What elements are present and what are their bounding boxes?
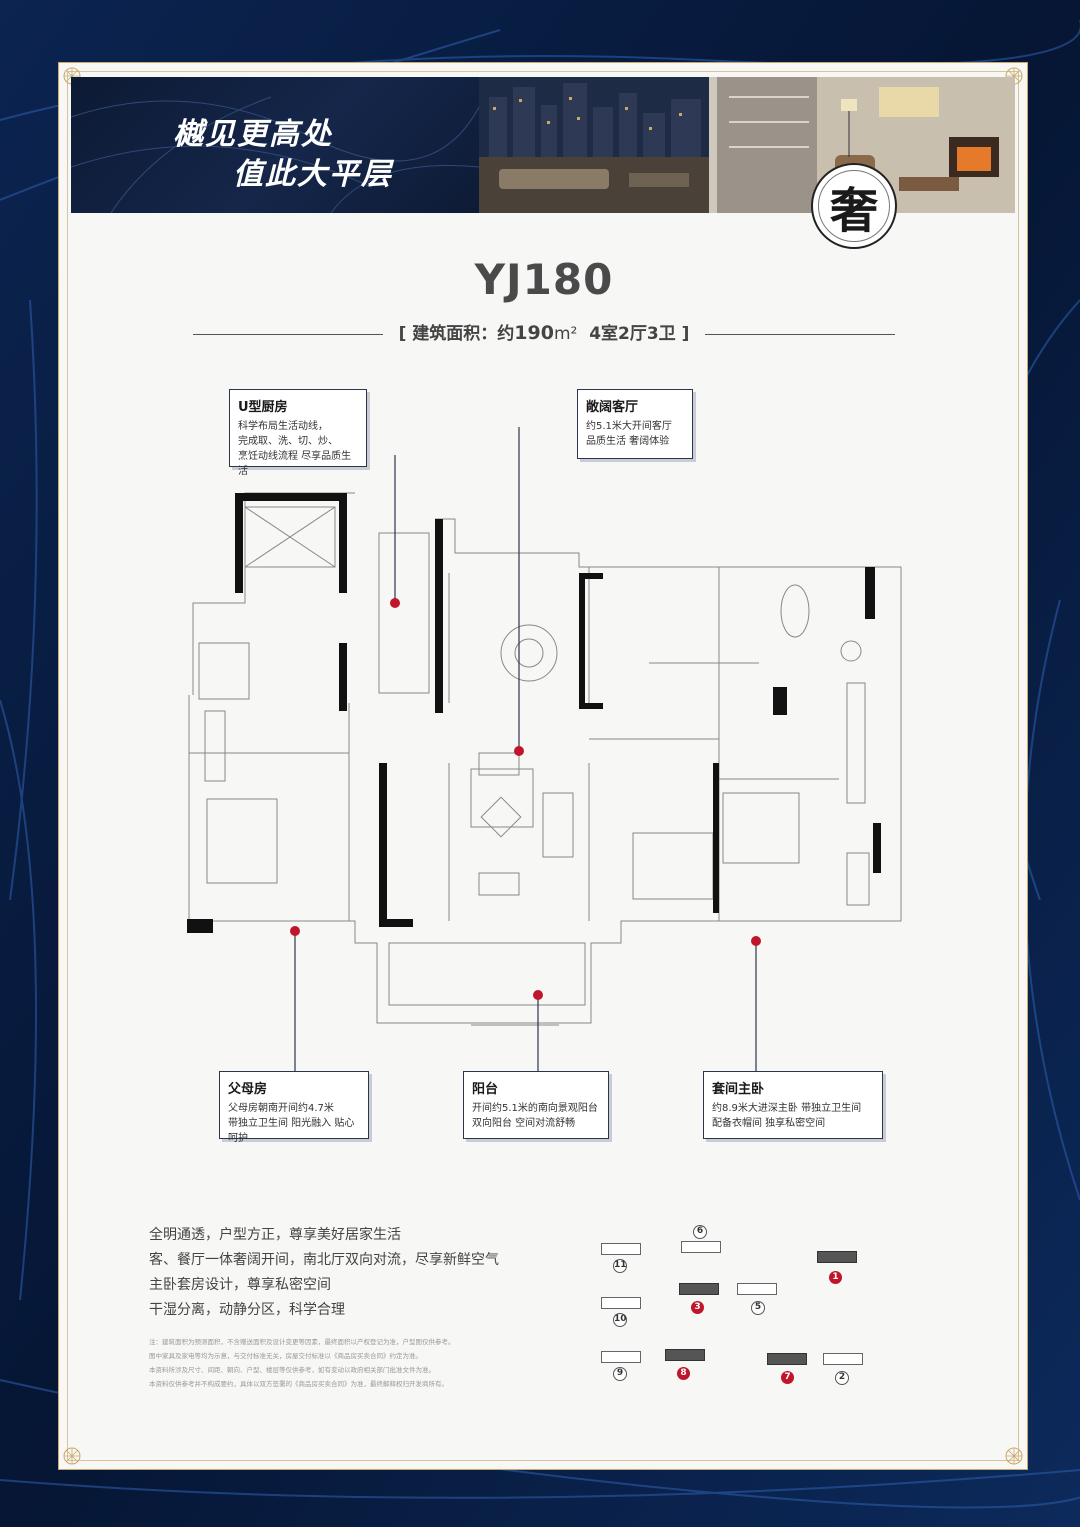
building-number: 9 — [613, 1367, 627, 1381]
callout-title: 套间主卧 — [712, 1082, 765, 1097]
area-value: 190 — [514, 322, 554, 344]
callout-parents-room: 父母房 父母房朝南开间约4.7米 带独立卫生间 阳光融入 贴心呵护 — [219, 1071, 369, 1144]
spec-bracket-open: [ — [398, 324, 407, 344]
floorplan-card: 樾见更高处 值此大平层 — [58, 62, 1028, 1470]
callout-balcony: 阳台 开间约5.1米的南向景观阳台 双向阳台 空间对流舒畅 — [463, 1071, 609, 1139]
disclaimer-line: 图中家具及家电等均为示意，与交付标准无关，房屋交付标准以《商品房买卖合同》约定为… — [149, 1352, 422, 1360]
disclaimer-line: 本资料仅供参考并不构成要约，具体以双方签署的《商品房买卖合同》为准，最终解释权归… — [149, 1380, 448, 1388]
luxury-badge: 奢 — [811, 163, 897, 249]
feature-item: 干湿分离，动静分区，科学合理 — [149, 1302, 345, 1318]
feature-item: 全明通透，户型方正，尊享美好居家生活 — [149, 1227, 401, 1243]
building-number: 1 — [829, 1271, 842, 1284]
floor-plan-drawing — [187, 427, 902, 1071]
callout-title: U型厨房 — [238, 400, 288, 415]
building-8 — [665, 1349, 705, 1361]
callout-title: 父母房 — [228, 1082, 268, 1097]
building-11 — [601, 1243, 641, 1255]
building-number: 7 — [781, 1371, 794, 1384]
area-label: 建筑面积：约 — [412, 324, 515, 344]
building-10 — [601, 1297, 641, 1309]
callout-living-room: 敞阔客厅 约5.1米大开间客厅 品质生活 奢阔体验 — [577, 389, 693, 459]
slogan-line-1: 樾见更高处 — [173, 117, 333, 152]
building-number: 5 — [751, 1301, 765, 1315]
feature-item: 客、餐厅一体奢阔开间，南北厅双向对流，尽享新鲜空气 — [149, 1252, 499, 1268]
callout-master-suite: 套间主卧 约8.9米大进深主卧 带独立卫生间 配备衣帽间 独享私密空间 — [703, 1071, 883, 1139]
banner-photo — [479, 77, 1015, 213]
callout-desc: 开间约5.1米的南向景观阳台 双向阳台 空间对流舒畅 — [472, 1103, 598, 1129]
callout-desc: 科学布局生活动线， 完成取、洗、切、炒、 烹饪动线流程 尽享品质生活 — [238, 421, 352, 477]
callout-title: 敞阔客厅 — [586, 400, 639, 415]
building-number: 2 — [835, 1371, 849, 1385]
disclaimer-text: 注：建筑面积为预测面积，不含赠送面积及设计变更等因素，最终面积以产权登记为准，户… — [149, 1335, 589, 1391]
building-1 — [817, 1251, 857, 1263]
callout-desc: 父母房朝南开间约4.7米 带独立卫生间 阳光融入 贴心呵护 — [228, 1103, 355, 1144]
building-number: 11 — [613, 1259, 627, 1273]
feature-list: 全明通透，户型方正，尊享美好居家生活 客、餐厅一体奢阔开间，南北厅双向对流，尽享… — [149, 1223, 499, 1323]
header-banner: 樾见更高处 值此大平层 — [71, 77, 1015, 213]
badge-ring — [818, 170, 890, 242]
disclaimer-line: 注：建筑面积为预测面积，不含赠送面积及设计变更等因素，最终面积以产权登记为准，户… — [149, 1338, 455, 1346]
building-number: 8 — [677, 1367, 690, 1380]
building-9 — [601, 1351, 641, 1363]
callout-kitchen: U型厨房 科学布局生活动线， 完成取、洗、切、炒、 烹饪动线流程 尽享品质生活 — [229, 389, 367, 477]
unit-type-title: YJ180 — [474, 255, 614, 304]
building-number: 10 — [613, 1313, 627, 1327]
building-5 — [737, 1283, 777, 1295]
room-layout: 4室2厅3卫 — [589, 324, 676, 344]
callout-title: 阳台 — [472, 1082, 499, 1097]
divider-line-left — [192, 333, 383, 335]
building-2 — [823, 1353, 863, 1365]
card-inner-border — [67, 71, 1019, 1461]
building-number: 3 — [691, 1301, 704, 1314]
building-number: 6 — [693, 1225, 707, 1239]
interior-terrace-photo — [479, 77, 1015, 213]
slogan-line-2: 值此大平层 — [233, 157, 393, 192]
area-unit: m² — [553, 324, 578, 344]
feature-item: 主卧套房设计，尊享私密空间 — [149, 1277, 331, 1293]
site-key-plan: 11 6 1 10 3 5 9 8 7 2 — [589, 1213, 919, 1393]
callout-desc: 约5.1米大开间客厅 品质生活 奢阔体验 — [586, 421, 672, 447]
building-3 — [767, 1353, 807, 1365]
corner-ornament-icon — [63, 1447, 81, 1465]
banner-slogan-panel: 樾见更高处 值此大平层 — [71, 77, 479, 213]
divider-line-right — [705, 333, 896, 335]
disclaimer-line: 本资料所涉及尺寸、间距、朝向、户型、楼层等仅供参考，如有变动以政府相关部门批准文… — [149, 1366, 435, 1374]
corner-ornament-icon — [1005, 1447, 1023, 1465]
spec-bracket-close: ] — [681, 324, 690, 344]
banner-wave-decoration — [71, 96, 479, 213]
unit-spec-line: [ 建筑面积：约190m² 4室2厅3卫 ] — [59, 319, 1029, 344]
building-7 — [679, 1283, 719, 1295]
callout-desc: 约8.9米大进深主卧 带独立卫生间 配备衣帽间 独享私密空间 — [712, 1103, 862, 1129]
building-6 — [681, 1241, 721, 1253]
